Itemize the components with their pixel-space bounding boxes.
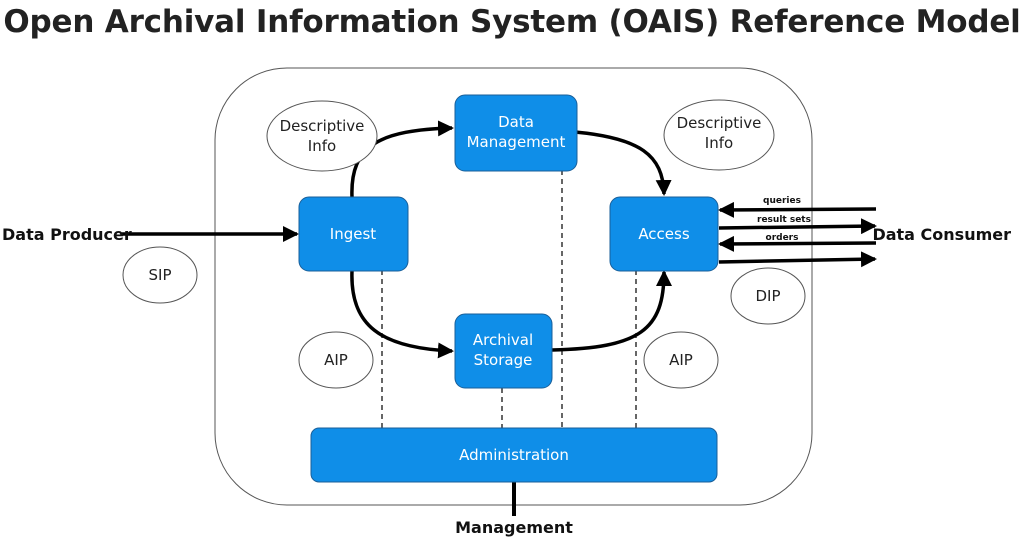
orders-arrow [718, 235, 877, 252]
ingest-label: Ingest [330, 225, 376, 243]
archival-storage-line1: Archival [473, 331, 533, 349]
management-label: Management [455, 518, 573, 537]
aip-left-package: AIP [298, 331, 374, 389]
data-management-line1: Data [498, 113, 534, 131]
page-title: Open Archival Information System (OAIS) … [3, 4, 1021, 40]
aip-right-label: AIP [669, 351, 693, 369]
ingest-to-storage-arrow [350, 270, 454, 359]
descriptive-info-right-line2: Info [705, 134, 733, 152]
access-label: Access [638, 225, 690, 243]
result-sets-arrow [718, 218, 877, 235]
orders-label: orders [766, 233, 799, 243]
descriptive-info-left-line2: Info [308, 137, 336, 155]
administration-box[interactable]: Administration [310, 427, 718, 483]
dip-delivery-arrow [718, 251, 877, 268]
aip-right-package: AIP [643, 331, 719, 389]
archival-storage-line2: Storage [474, 351, 533, 369]
descriptive-info-right: Descriptive Info [663, 99, 775, 171]
administration-label: Administration [459, 446, 569, 464]
data-producer-label: Data Producer [2, 225, 132, 244]
consumer-flows [718, 201, 877, 268]
archival-storage-box[interactable]: Archival Storage [454, 313, 553, 389]
access-box[interactable]: Access [609, 196, 719, 272]
storage-to-access-arrow [551, 270, 672, 352]
internal-flows [350, 120, 672, 359]
data-management-line2: Management [467, 133, 566, 151]
sip-label: SIP [149, 266, 172, 284]
descriptive-info-left-line1: Descriptive [280, 117, 365, 135]
descriptive-info-right-line1: Descriptive [677, 114, 762, 132]
data-consumer-label: Data Consumer [872, 225, 1011, 244]
queries-label: queries [763, 196, 801, 206]
aip-left-label: AIP [324, 351, 348, 369]
data-management-box[interactable]: Data Management [454, 94, 578, 172]
ingest-box[interactable]: Ingest [298, 196, 409, 272]
queries-arrow [718, 201, 877, 218]
sip-package: SIP [122, 246, 198, 304]
result-sets-label: result sets [757, 215, 811, 225]
descriptive-info-left: Descriptive Info [266, 100, 378, 172]
dip-label: DIP [755, 287, 780, 305]
dip-package: DIP [730, 267, 806, 325]
admin-links [381, 170, 637, 428]
data-management-to-access-arrow [574, 130, 672, 196]
